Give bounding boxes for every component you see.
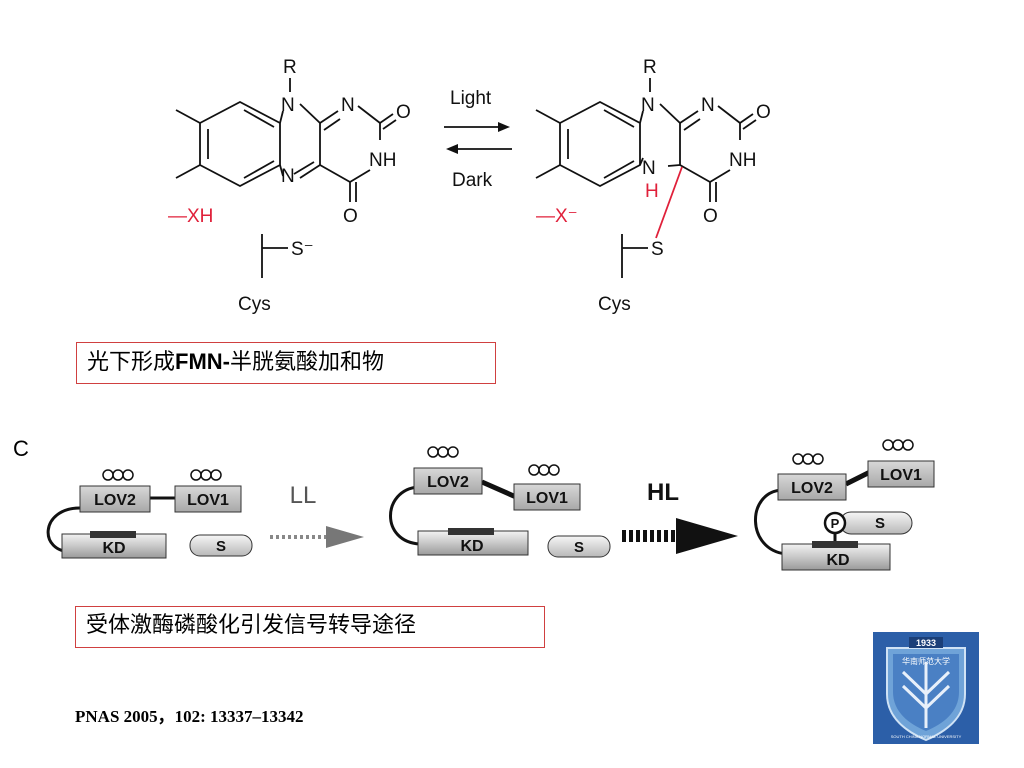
state-low-light: LOV2 LOV1 KD S bbox=[389, 446, 611, 558]
diagram-label: HL bbox=[647, 479, 679, 506]
diagram-label: LL bbox=[290, 482, 317, 509]
diagram-label: S bbox=[875, 515, 885, 532]
fmn-icon bbox=[427, 446, 560, 476]
left-atom-n10: N bbox=[281, 95, 295, 116]
caption-kinase-signaling: 受体激酶磷酸化引发信号转导途径 bbox=[75, 606, 545, 648]
right-x-label: —X⁻ bbox=[536, 206, 578, 227]
arrow-high-light: HL bbox=[622, 479, 738, 554]
diagram-label: 华南师范大学 bbox=[902, 656, 950, 666]
light-label: Light bbox=[450, 88, 492, 109]
diagram-label: LOV2 bbox=[427, 474, 469, 491]
fmn-icon bbox=[792, 439, 914, 465]
left-xh-label: —XH bbox=[168, 206, 213, 227]
substrate-s bbox=[547, 535, 611, 558]
caption-fmn-adduct: 光下形成FMN-半胱氨酸加和物 bbox=[76, 342, 496, 384]
lov1-domain bbox=[867, 460, 935, 488]
left-atom-o4: O bbox=[343, 206, 358, 227]
right-atom-o2: O bbox=[756, 102, 771, 123]
lov2-domain bbox=[413, 467, 483, 495]
right-s-label: S bbox=[651, 239, 664, 260]
equilibrium-arrows bbox=[444, 122, 512, 154]
diagram-label: LOV1 bbox=[187, 492, 229, 509]
flavin-cysteine-reaction-scheme: R N N N O NH O —XH S⁻ Cys Light Dark R N… bbox=[168, 57, 771, 315]
right-atom-nh: NH bbox=[729, 150, 756, 171]
right-atom-n10: N bbox=[641, 95, 655, 116]
panel-c-label: C bbox=[13, 436, 29, 461]
diagram-label: KD bbox=[460, 538, 483, 555]
left-r-label: R bbox=[283, 57, 297, 78]
left-atom-n1: N bbox=[341, 95, 355, 116]
lov1-domain bbox=[174, 485, 242, 513]
diagram-label: S bbox=[574, 539, 584, 556]
diagram-label: P bbox=[831, 516, 840, 531]
lov2-domain bbox=[777, 473, 847, 501]
lov1-domain bbox=[513, 483, 581, 511]
caption-fmn-suffix: 半胱氨酸加和物 bbox=[230, 350, 385, 375]
fmn-icon bbox=[102, 469, 222, 481]
diagram-label: LOV2 bbox=[791, 480, 833, 497]
left-cys-label: Cys bbox=[238, 294, 271, 315]
right-atom-o4: O bbox=[703, 206, 718, 227]
state-high-light: LOV2 LOV1 S P KD bbox=[754, 439, 935, 571]
left-atom-n5: N bbox=[281, 166, 295, 187]
dark-label: Dark bbox=[452, 170, 493, 191]
caption-fmn-prefix: 光下形成 bbox=[87, 350, 176, 375]
lov-kinase-activation-diagram: LOV2 LOV1 KD S LL LOV2 LOV1 bbox=[46, 439, 935, 571]
university-logo: 1933 华南师范大学 SOUTH CHINA NORMAL UNIVERSIT… bbox=[873, 632, 979, 744]
diagram-label: 1933 bbox=[916, 638, 936, 648]
diagram-label: KD bbox=[102, 540, 125, 557]
left-atom-nh: NH bbox=[369, 150, 396, 171]
covalent-bond-line bbox=[655, 166, 683, 239]
left-atom-o2: O bbox=[396, 102, 411, 123]
diagram-label: LOV1 bbox=[880, 467, 922, 484]
diagram-label: LOV2 bbox=[94, 492, 136, 509]
diagram-label: LOV1 bbox=[526, 490, 568, 507]
diagram-label: KD bbox=[826, 552, 849, 569]
lov2-domain bbox=[79, 485, 151, 513]
diagram-label: S bbox=[216, 538, 226, 555]
arrow-low-light: LL bbox=[270, 482, 364, 548]
right-cys-label: Cys bbox=[598, 294, 631, 315]
caption-fmn-bold: FMN- bbox=[175, 349, 230, 374]
citation: PNAS 2005，102: 13337–13342 bbox=[75, 707, 304, 726]
kd-domain bbox=[781, 543, 891, 571]
left-thiolate-label: S⁻ bbox=[291, 239, 314, 260]
substrate-s bbox=[189, 534, 253, 557]
right-atom-n5: N bbox=[642, 158, 656, 179]
right-h-label: H bbox=[645, 181, 659, 202]
state-dark: LOV2 LOV1 KD S bbox=[46, 469, 253, 559]
right-r-label: R bbox=[643, 57, 657, 78]
right-atom-n1: N bbox=[701, 95, 715, 116]
diagram-label: SOUTH CHINA NORMAL UNIVERSITY bbox=[891, 734, 962, 739]
